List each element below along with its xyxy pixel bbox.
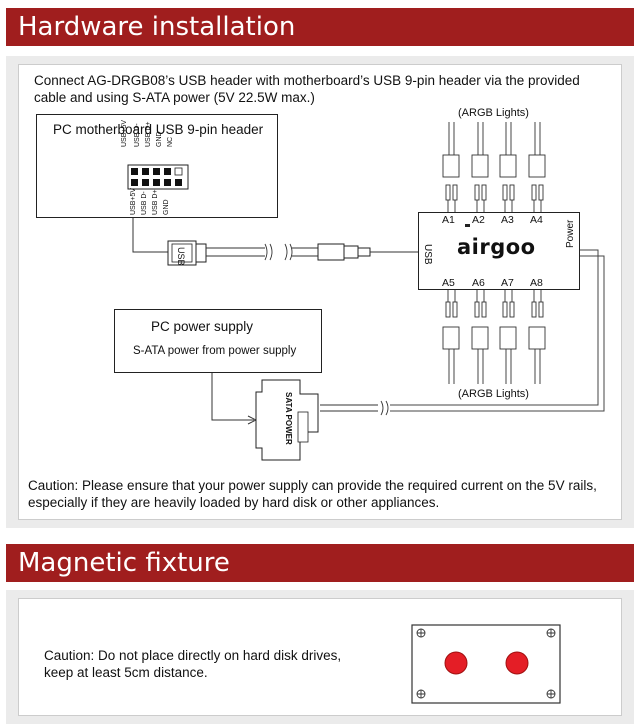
argb-hub: airgoo [418,212,580,290]
hardware-installation-banner: Hardware installation [6,8,634,46]
intro-line-1: Connect AG-DRGB08’s USB header with moth… [34,73,580,88]
caution-line-1: Caution: Do not place directly on hard d… [44,648,342,663]
usb-internal-plug [167,240,207,266]
port-label: A8 [530,277,543,289]
argb-lights-bottom-label: (ARGB Lights) [458,388,529,400]
port-label: A2 [472,214,485,226]
port-label: A7 [501,277,514,289]
magnetic-caution: Caution: Do not place directly on hard d… [44,647,384,681]
port-label: A3 [501,214,514,226]
intro-text: Connect AG-DRGB08’s USB header with moth… [34,72,614,106]
argb-lights-top-label: (ARGB Lights) [458,107,529,119]
usb-micro-plug [317,243,371,261]
port-label: A1 [442,214,455,226]
caution-line-1: Caution: Please ensure that your power s… [28,478,597,493]
port-label: A5 [442,277,455,289]
psu-title: PC power supply [151,319,254,334]
argb-lights-top [442,122,546,212]
intro-line-2: cable and using S-ATA power (5V 22.5W ma… [34,90,315,105]
psu-description: S-ATA power from power supply [133,345,297,357]
hub-brand-logo: airgoo [457,235,536,259]
caution-line-2: keep at least 5cm distance. [44,665,208,680]
motherboard-title: PC motherboard USB 9-pin header [53,122,264,137]
sata-power-connector [255,379,319,461]
magnetic-fixture-banner: Magnetic fixture [6,544,634,582]
caution-line-2: especially if they are heavily loaded by… [28,495,440,510]
magnetic-plate [411,624,561,704]
magnet-right [505,651,529,675]
port-label: A6 [472,277,485,289]
usb-9pin-header [127,164,189,190]
argb-lights-bottom [442,290,546,384]
section-title: Hardware installation [18,12,296,42]
hardware-caution: Caution: Please ensure that your power s… [28,477,628,511]
port-label: A4 [530,214,543,226]
psu-box: PC power supply S-ATA power from power s… [114,309,322,373]
section-title: Magnetic fixture [18,548,230,578]
magnet-left [444,651,468,675]
